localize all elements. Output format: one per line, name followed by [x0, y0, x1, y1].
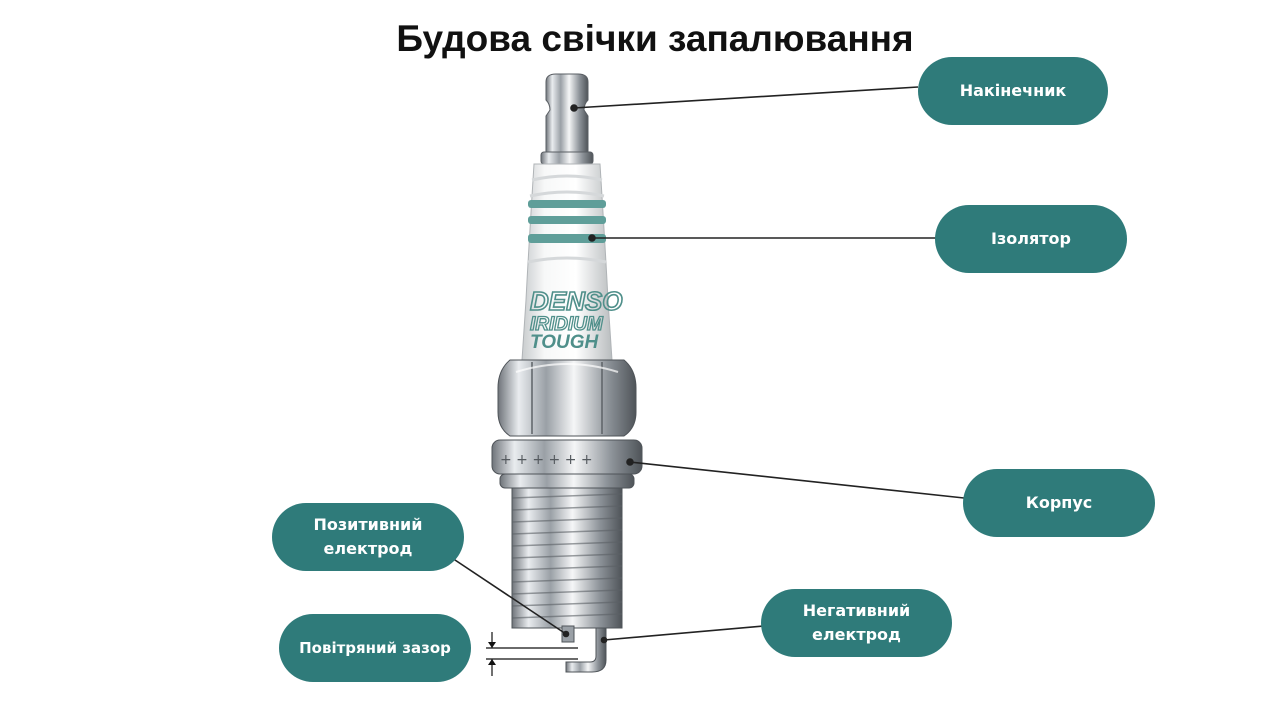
- insulator: [521, 163, 613, 361]
- leader-insulator-dot: [588, 234, 596, 242]
- leader-negative-dot: [600, 636, 608, 644]
- brand-line2-text: TOUGH: [530, 332, 600, 353]
- label-insulator-text: Ізолятор: [991, 229, 1071, 248]
- diagram-title: Будова свічки запалювання: [396, 18, 914, 59]
- brand-text: DENSO: [530, 286, 622, 316]
- label-positive-electrode: Позитивний електрод: [272, 503, 464, 571]
- label-insulator: Ізолятор: [935, 205, 1127, 273]
- svg-text:+ + + + + +: + + + + + +: [500, 452, 593, 468]
- terminal-tip: [540, 73, 594, 165]
- plug-branding: DENSO IRIDIUM TOUGH: [529, 285, 623, 353]
- label-air-gap: Повітряний зазор: [279, 614, 471, 682]
- leader-tip: [573, 86, 919, 109]
- thread: [511, 487, 623, 629]
- label-negative-electrode-text: Негативний електрод: [802, 601, 911, 644]
- label-air-gap-text: Повітряний зазор: [299, 639, 451, 657]
- label-negative-electrode: Негативний електрод: [761, 589, 952, 657]
- leader-housing: [629, 461, 965, 499]
- leader-tip-dot: [570, 104, 578, 112]
- leader-negative: [603, 625, 765, 641]
- label-positive-electrode-text: Позитивний електрод: [313, 515, 423, 558]
- leader-positive: [451, 557, 567, 635]
- leader-lines: [451, 86, 965, 644]
- label-housing: Корпус: [963, 469, 1155, 537]
- air-gap-indicator: [486, 632, 578, 676]
- leader-positive-dot: [562, 630, 570, 638]
- hex-nut: [497, 359, 637, 437]
- label-tip: Накінечник: [918, 57, 1108, 125]
- label-tip-text: Накінечник: [959, 81, 1067, 100]
- leader-housing-dot: [626, 458, 634, 466]
- brand-line1-text: IRIDIUM: [530, 314, 604, 335]
- housing-band: + + + + + +: [491, 439, 643, 489]
- label-housing-text: Корпус: [1025, 493, 1093, 512]
